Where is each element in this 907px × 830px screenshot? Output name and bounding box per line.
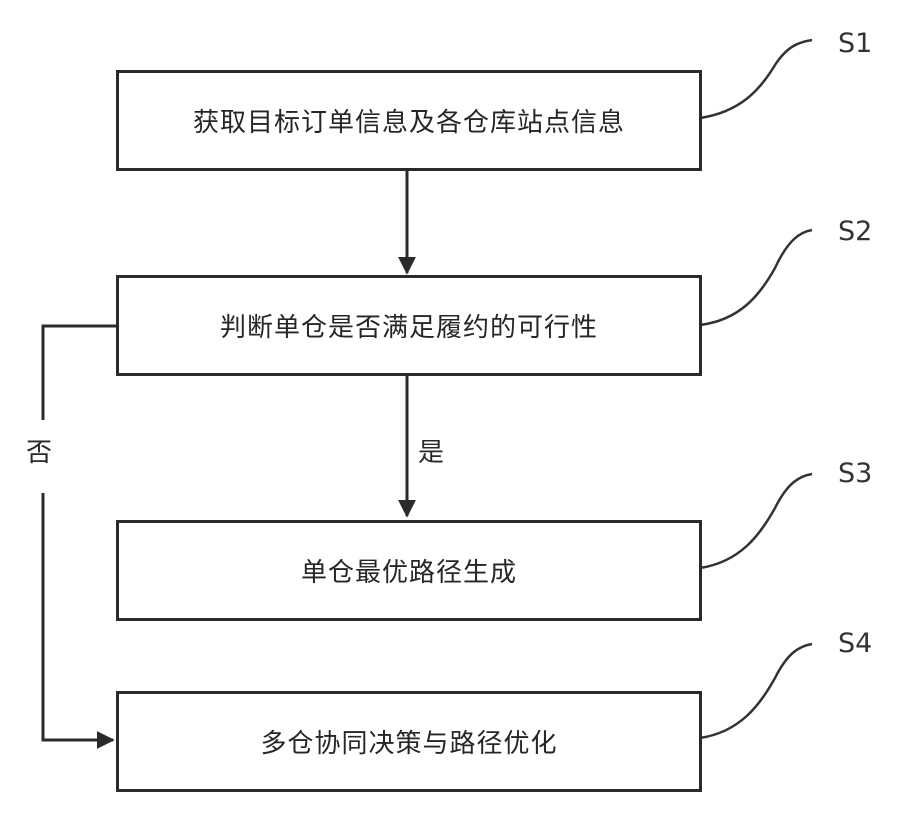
arrow-s2-to-s4-no — [43, 493, 113, 740]
leader-s4 — [700, 644, 812, 738]
step-box-s4: 多仓协同决策与路径优化 — [116, 691, 702, 792]
leader-s1 — [700, 40, 812, 118]
step-label-s4: 多仓协同决策与路径优化 — [260, 723, 557, 760]
step-label-s3: 单仓最优路径生成 — [301, 552, 517, 589]
step-label-s1: 获取目标订单信息及各仓库站点信息 — [193, 102, 625, 139]
step-id-s2: S2 — [838, 216, 872, 247]
step-label-s2: 判断单仓是否满足履约的可行性 — [220, 307, 598, 344]
step-id-s1: S1 — [838, 28, 872, 59]
condition-yes-label: 是 — [418, 432, 444, 469]
step-box-s3: 单仓最优路径生成 — [116, 520, 702, 621]
leader-s3 — [700, 474, 812, 568]
step-box-s1: 获取目标订单信息及各仓库站点信息 — [116, 70, 702, 171]
step-id-s4: S4 — [838, 628, 872, 659]
branch-line-no-upper — [43, 326, 117, 420]
step-box-s2: 判断单仓是否满足履约的可行性 — [116, 275, 702, 376]
step-id-s3: S3 — [838, 458, 872, 489]
leader-s2 — [700, 230, 812, 325]
condition-no-label: 否 — [26, 432, 52, 469]
